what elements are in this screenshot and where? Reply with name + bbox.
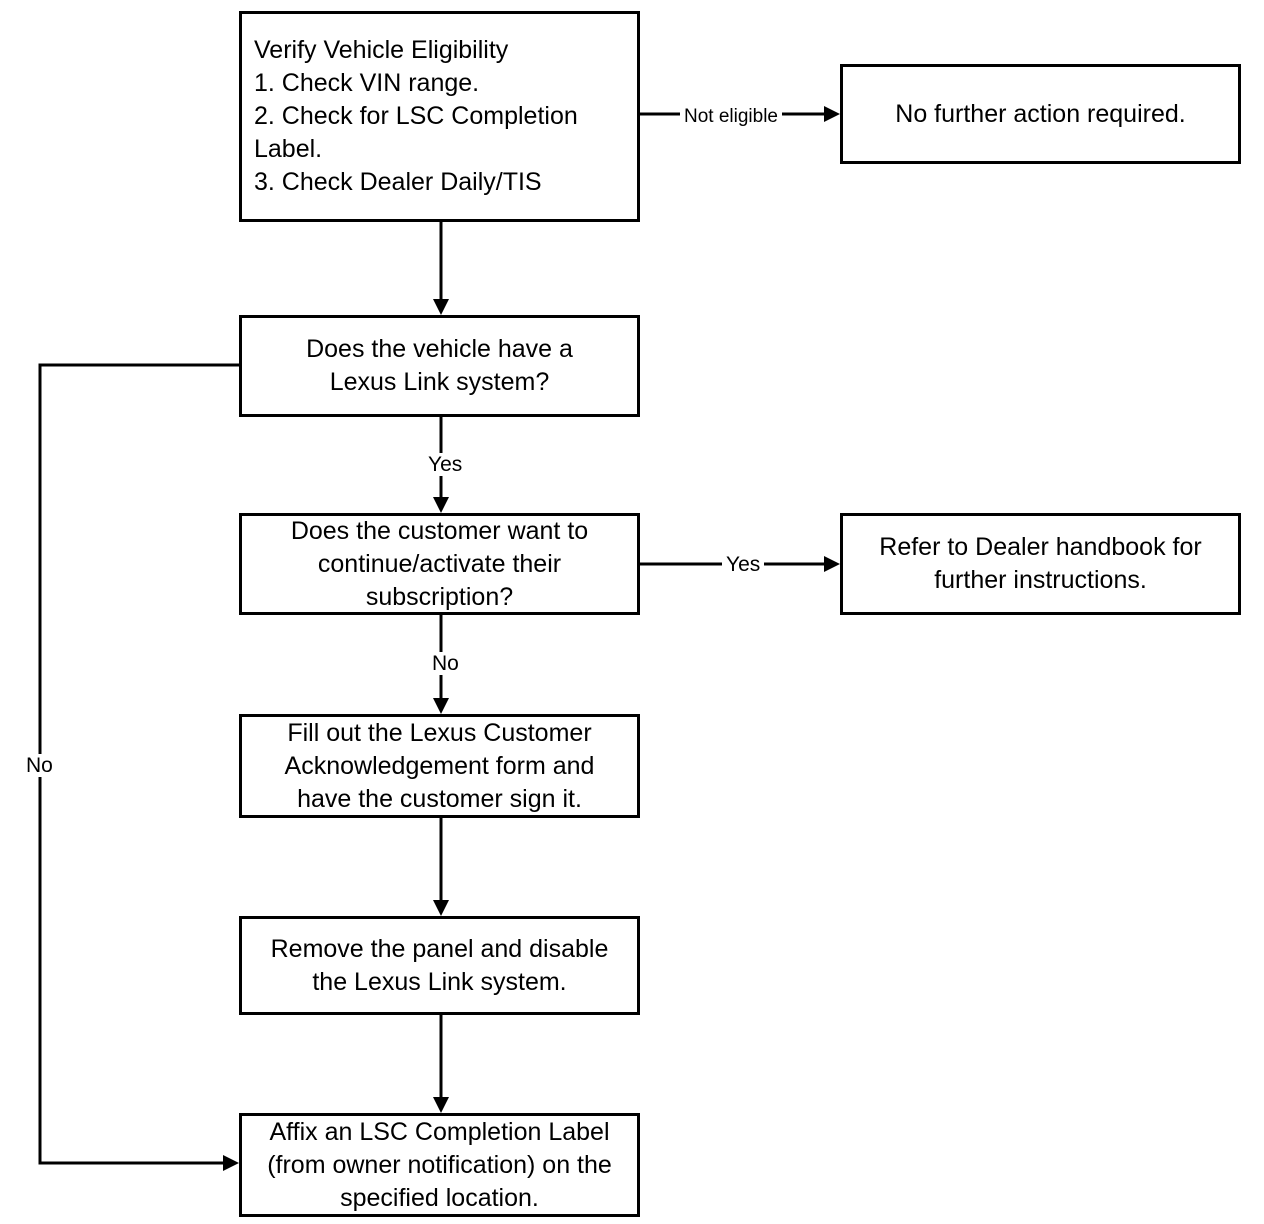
edge-label-no-wants-subscription: No [428,652,463,675]
node-decision-customer-wants-subscription[interactable]: Does the customer want to continue/activ… [239,513,640,615]
node-refer-dealer-handbook[interactable]: Refer to Dealer handbook for further ins… [840,513,1241,615]
node-remove-panel-label: Remove the panel and disable the Lexus L… [270,934,609,996]
edge-label-not-eligible: Not eligible [680,105,782,128]
edge-verify-to-has-link [433,222,449,315]
node-verify-label: Verify Vehicle Eligibility 1. Check VIN … [254,36,578,196]
node-refer-handbook-label: Refer to Dealer handbook for further ins… [879,533,1202,594]
node-wants-subscription-label: Does the customer want to continue/activ… [290,516,589,611]
node-remove-panel-disable-system[interactable]: Remove the panel and disable the Lexus L… [239,916,640,1015]
edge-label-no-has-link: No [22,754,57,777]
edge-label-yes-has-link: Yes [424,453,467,476]
node-affix-label-text: Affix an LSC Completion Label (from owne… [267,1117,612,1212]
node-has-link-label: Does the vehicle have a Lexus Link syste… [306,335,573,396]
node-no-further-action[interactable]: No further action required. [840,64,1241,164]
edge-remove-panel-to-affix-label [433,1015,449,1113]
node-affix-lsc-completion-label[interactable]: Affix an LSC Completion Label (from owne… [239,1113,640,1217]
node-fill-customer-acknowledgement-form[interactable]: Fill out the Lexus Customer Acknowledgem… [239,714,640,818]
edge-fill-form-to-remove-panel [433,818,449,916]
node-fill-form-label: Fill out the Lexus Customer Acknowledgem… [284,718,595,813]
node-no-action-label: No further action required. [895,99,1186,128]
edge-has-link-no-loop [38,363,239,1171]
node-verify-vehicle-eligibility[interactable]: Verify Vehicle Eligibility 1. Check VIN … [239,11,640,222]
node-decision-has-lexus-link[interactable]: Does the vehicle have a Lexus Link syste… [239,315,640,417]
edge-label-yes-wants-subscription: Yes [722,553,765,576]
